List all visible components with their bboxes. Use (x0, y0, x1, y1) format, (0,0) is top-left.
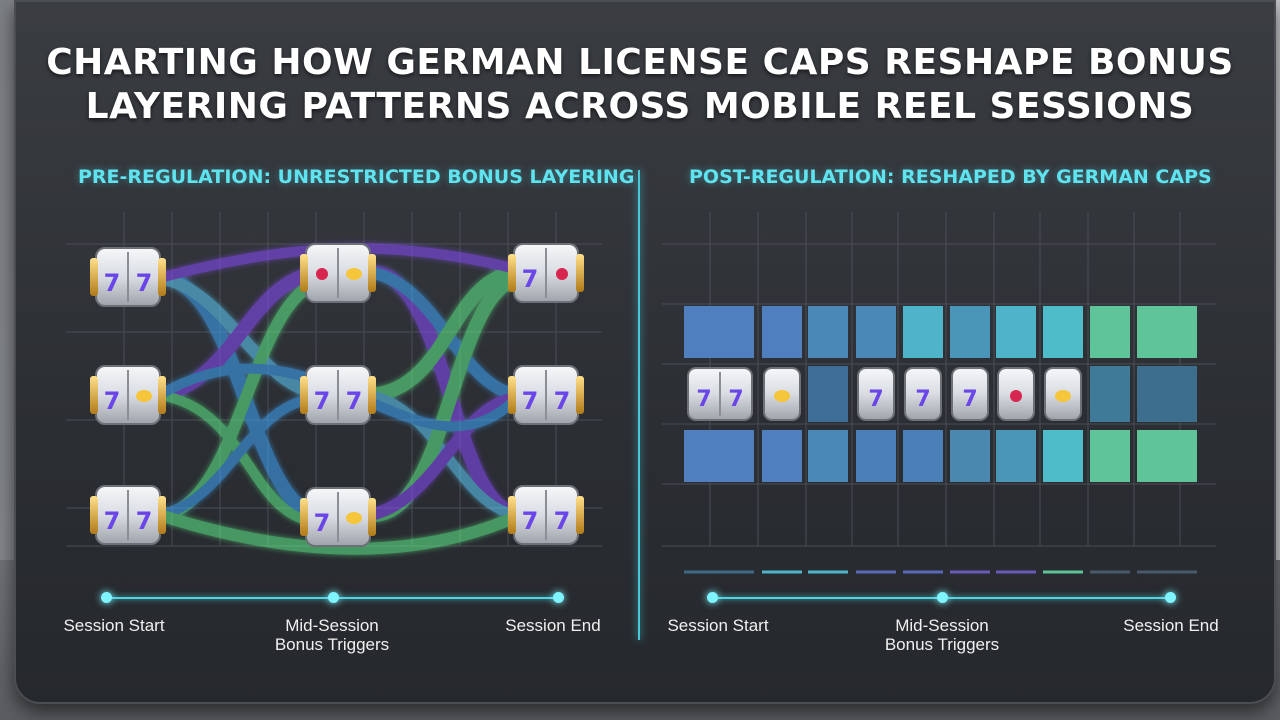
timeline-node-end (553, 592, 564, 603)
svg-text:7: 7 (696, 387, 711, 412)
svg-text:7: 7 (728, 387, 743, 412)
timeline-node-mid (937, 592, 948, 603)
panel-divider (638, 170, 640, 640)
left-label-mid-line1: Mid-Session (285, 616, 379, 635)
right-label-mid-line2: Bonus Triggers (884, 635, 1000, 654)
right-panel-heading: POST-REGULATION: RESHAPED BY GERMAN CAPS (689, 166, 1212, 188)
timeline-node-start (707, 592, 718, 603)
title-line-1: CHARTING HOW GERMAN LICENSE CAPS RESHAPE… (46, 42, 1234, 83)
slot-reel-icon (763, 367, 801, 421)
svg-text:7: 7 (554, 507, 571, 535)
left-panel-heading: PRE-REGULATION: UNRESTRICTED BONUS LAYER… (78, 166, 635, 188)
slot-reel-icon (300, 243, 376, 303)
slot-reel-icon: 7 7 (508, 365, 584, 425)
svg-text:7: 7 (136, 507, 153, 535)
slot-reel-icon: 7 (90, 365, 166, 425)
svg-text:7: 7 (314, 387, 331, 415)
slot-reel-icon (997, 367, 1035, 421)
svg-text:7: 7 (915, 387, 930, 412)
lemon-symbol (346, 268, 362, 280)
slot-reel-icon: 7 7 (90, 247, 166, 307)
svg-text:7: 7 (346, 387, 363, 415)
slot-reel-icon: 7 7 (687, 367, 753, 421)
right-label-session-end: Session End (1123, 616, 1219, 635)
timeline-node-start (101, 592, 112, 603)
svg-text:7: 7 (104, 387, 121, 415)
slot-reel-icon: 7 (508, 243, 584, 303)
left-label-session-start: Session Start (63, 616, 165, 635)
right-label-mid-session: Mid-Session Bonus Triggers (872, 616, 1012, 654)
title-line-2: LAYERING PATTERNS ACROSS MOBILE REEL SES… (85, 86, 1195, 127)
right-label-mid-line1: Mid-Session (895, 616, 989, 635)
slot-reel-icon: 7 (857, 367, 895, 421)
left-label-session-end: Session End (505, 616, 601, 635)
timeline-node-end (1165, 592, 1176, 603)
svg-text:7: 7 (868, 387, 883, 412)
svg-text:7: 7 (314, 509, 331, 537)
cherry-symbol (316, 268, 328, 280)
slot-reel-icon (1044, 367, 1082, 421)
right-grid (662, 212, 1216, 547)
slot-reel-icon: 7 (904, 367, 942, 421)
capped-bonus-tiles-top (684, 306, 1197, 358)
svg-text:7: 7 (104, 269, 121, 297)
svg-text:7: 7 (136, 269, 153, 297)
slot-reel-icon: 7 (951, 367, 989, 421)
timeline-node-mid (328, 592, 339, 603)
slot-reel-icon: 7 7 (508, 485, 584, 545)
left-label-mid-session: Mid-Session Bonus Triggers (262, 616, 402, 654)
svg-text:7: 7 (522, 387, 539, 415)
svg-text:7: 7 (104, 507, 121, 535)
capped-bonus-tiles-bottom (684, 430, 1197, 482)
left-label-mid-line2: Bonus Triggers (274, 635, 390, 654)
svg-text:7: 7 (554, 387, 571, 415)
slot-reel-icon: 7 7 (90, 485, 166, 545)
svg-text:7: 7 (522, 265, 539, 293)
svg-text:7: 7 (962, 387, 977, 412)
capped-bonus-tiles-middle (808, 366, 1197, 422)
slot-reel-icon: 7 (300, 487, 376, 547)
right-label-session-start: Session Start (667, 616, 769, 635)
svg-text:7: 7 (522, 507, 539, 535)
slot-reel-icon: 7 7 (300, 365, 376, 425)
